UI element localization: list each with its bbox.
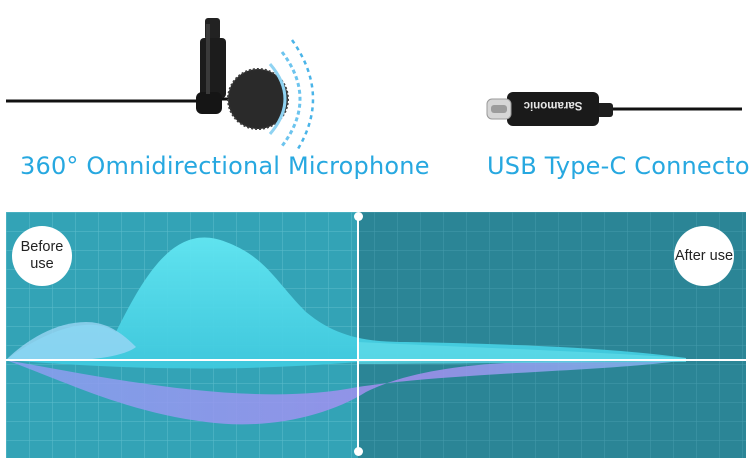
wave-upper — [6, 237, 686, 369]
lavalier-microphone-icon — [6, 18, 289, 130]
after-use-badge: After use — [674, 226, 734, 286]
product-feature-panel: Saramonic 360° Omnidirectional Microphon… — [0, 0, 750, 212]
feature-caption-left: 360° Omnidirectional Microphone — [20, 152, 430, 180]
wave-lower — [6, 360, 686, 425]
feature-caption-right: USB Type-C Connector — [487, 152, 750, 180]
before-use-badge: Before use — [12, 226, 72, 286]
brand-label: Saramonic — [523, 99, 583, 111]
waveform-graph — [6, 212, 746, 458]
sound-waves-icon — [268, 39, 315, 150]
before-after-comparison — [6, 212, 746, 458]
divider-handle-bottom[interactable] — [354, 447, 363, 456]
usb-c-plug-icon — [486, 92, 742, 126]
divider-handle-top[interactable] — [354, 212, 363, 221]
